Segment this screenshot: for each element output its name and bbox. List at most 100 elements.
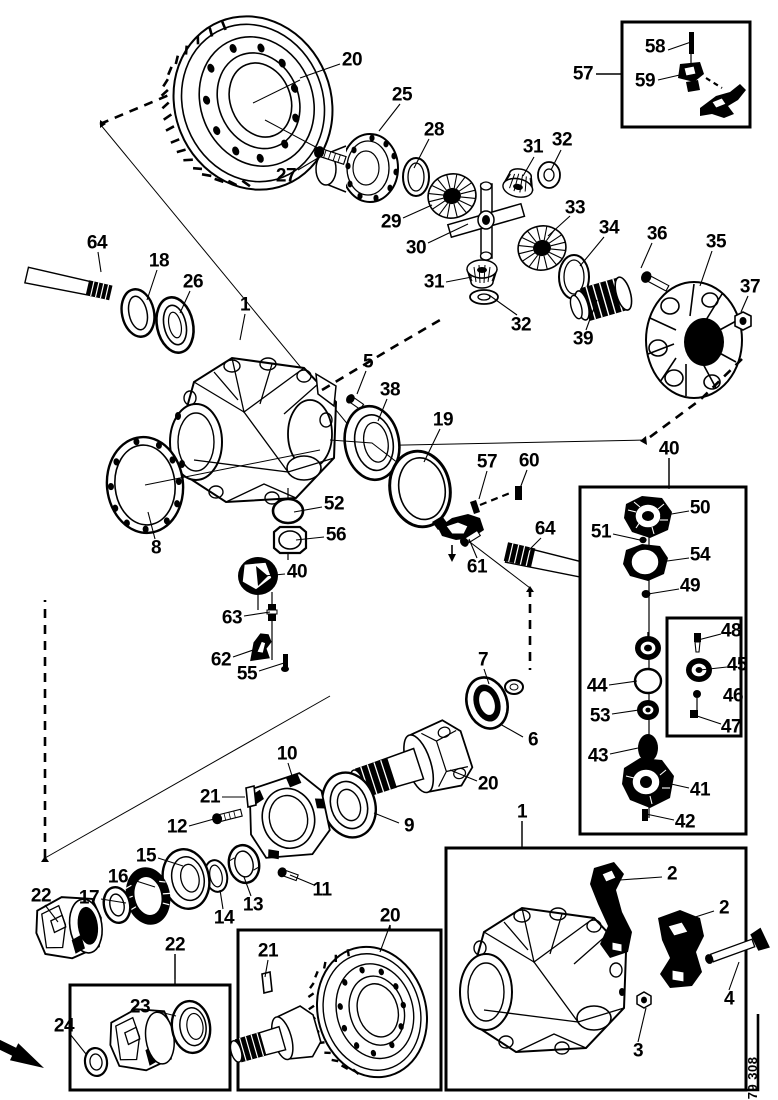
callout-21b: 21 — [257, 940, 279, 962]
callout-5: 5 — [362, 351, 374, 373]
leader-27 — [297, 154, 324, 171]
callout-20: 20 — [341, 49, 363, 71]
leader-18 — [146, 269, 158, 301]
figure-id-rule — [746, 1014, 760, 1092]
callout-45: 45 — [726, 654, 748, 676]
spring-ring-44 — [633, 667, 663, 695]
callout-4: 4 — [723, 988, 735, 1010]
leader-32b — [488, 294, 518, 316]
panel-22-frame — [68, 954, 232, 1092]
leader-48 — [697, 633, 722, 641]
callout-60: 60 — [518, 450, 540, 472]
seal-13 — [227, 843, 261, 885]
clutch-housing-41 — [622, 758, 674, 808]
callout-39: 39 — [572, 328, 594, 350]
leader-22 — [44, 904, 59, 923]
leader-24 — [69, 1033, 87, 1055]
leader-56 — [295, 536, 325, 541]
bolt-11 — [277, 867, 299, 882]
retainer-54 — [623, 544, 668, 581]
pinion-washer-32-upper — [537, 161, 561, 189]
gear-45 — [686, 658, 712, 682]
leader-36 — [640, 242, 653, 269]
nut-37 — [734, 311, 752, 331]
callout-32b: 32 — [510, 314, 532, 336]
leader-40b — [263, 573, 286, 577]
splined-sleeve-39 — [569, 276, 633, 321]
leader-10 — [287, 762, 294, 780]
callout-46: 46 — [722, 685, 744, 707]
callout-63: 63 — [221, 607, 243, 629]
panel-45-frame — [665, 616, 743, 738]
pinion-washer-32-lower — [469, 289, 499, 305]
leader-6 — [499, 723, 524, 738]
leader-11 — [289, 874, 315, 886]
callout-40b: 40 — [286, 561, 308, 583]
callout-17: 17 — [78, 887, 100, 909]
callout-54: 54 — [689, 544, 711, 566]
bearing-9 — [321, 771, 377, 839]
leader-63 — [243, 611, 271, 617]
callout-8: 8 — [150, 537, 162, 559]
seal-38 — [343, 404, 401, 482]
callout-33: 33 — [564, 197, 586, 219]
callout-25: 25 — [391, 84, 413, 106]
leader-45 — [699, 666, 728, 671]
callout-32: 32 — [551, 129, 573, 151]
callout-2b: 2 — [718, 897, 730, 919]
shim-19 — [388, 449, 452, 529]
callout-36: 36 — [646, 223, 668, 245]
slinger-17 — [102, 885, 132, 925]
leader-4 — [728, 961, 740, 991]
washer-53 — [637, 700, 659, 720]
callout-10: 10 — [276, 743, 298, 765]
callout-6: 6 — [527, 729, 539, 751]
callout-64: 64 — [86, 232, 108, 254]
callout-1b: 1 — [516, 801, 528, 823]
bracket-2-lower — [658, 910, 704, 988]
leader-62 — [232, 647, 260, 658]
shim-21b — [261, 971, 273, 994]
callout-42: 42 — [674, 811, 696, 833]
leader-64 — [97, 251, 102, 273]
callout-38: 38 — [379, 379, 401, 401]
leader-58 — [667, 41, 692, 51]
carrier-panel-contents — [459, 862, 770, 1055]
panel-1-frame — [444, 821, 770, 1092]
callout-28: 28 — [423, 119, 445, 141]
callout-62: 62 — [210, 649, 232, 671]
leader-8 — [147, 511, 156, 540]
seal-23 — [170, 999, 212, 1055]
pin-42 — [642, 809, 648, 821]
leader-59 — [657, 73, 685, 81]
callout-59: 59 — [634, 70, 656, 92]
callout-55: 55 — [236, 663, 258, 685]
callout-58: 58 — [644, 36, 666, 58]
seal-18 — [120, 288, 156, 338]
callout-35: 35 — [705, 231, 727, 253]
bearing-6 — [465, 676, 509, 730]
fork-62 — [250, 633, 272, 662]
callout-20b: 20 — [477, 773, 499, 795]
actuator-40 — [238, 557, 278, 595]
callout-2: 2 — [666, 863, 678, 885]
leader-14 — [219, 889, 224, 910]
bolt-36 — [640, 271, 670, 292]
callout-16: 16 — [107, 866, 129, 888]
callout-50: 50 — [689, 497, 711, 519]
axle-cover-35 — [645, 281, 743, 399]
panel57-contents — [678, 32, 746, 118]
callout-30: 30 — [405, 237, 427, 259]
callout-57: 57 — [572, 63, 594, 85]
callout-23: 23 — [129, 996, 151, 1018]
yoke-22 — [35, 896, 103, 960]
callout-9: 9 — [403, 815, 415, 837]
callout-37: 37 — [739, 276, 761, 298]
clutch-gear-mid — [635, 632, 661, 660]
leader-ring-gear-hub — [252, 79, 326, 153]
callout-12: 12 — [166, 816, 188, 838]
thrust-washer-28 — [402, 157, 430, 197]
callout-27: 27 — [275, 165, 297, 187]
projection-dashed-lower — [43, 588, 532, 858]
assembly-direction-arrow — [0, 1038, 44, 1068]
